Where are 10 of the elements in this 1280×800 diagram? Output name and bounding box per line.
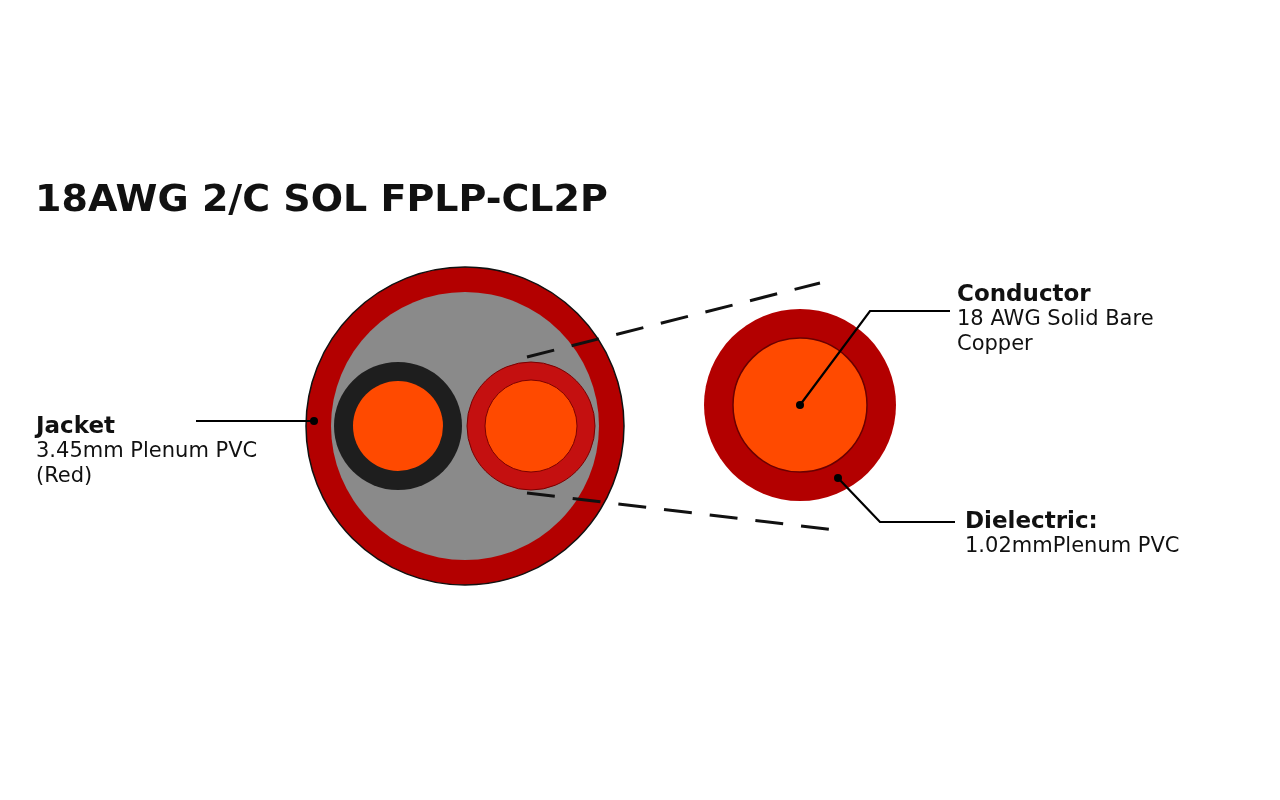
part-name: Jacket xyxy=(36,412,115,438)
part-name: Conductor xyxy=(957,280,1091,306)
part-description: 3.45mm Plenum PVC (Red) xyxy=(36,438,259,488)
part-description: 18 AWG Solid Bare Copper xyxy=(957,306,1155,356)
leader-line xyxy=(196,417,318,425)
part-name: Dielectric: xyxy=(965,507,1098,533)
diagram-title: 18AWG 2/C SOL FPLP-CL2P xyxy=(35,176,608,220)
leader-line xyxy=(796,309,950,409)
leader-line xyxy=(834,474,955,524)
part-description: 1.02mmPlenum PVC xyxy=(965,533,1181,558)
